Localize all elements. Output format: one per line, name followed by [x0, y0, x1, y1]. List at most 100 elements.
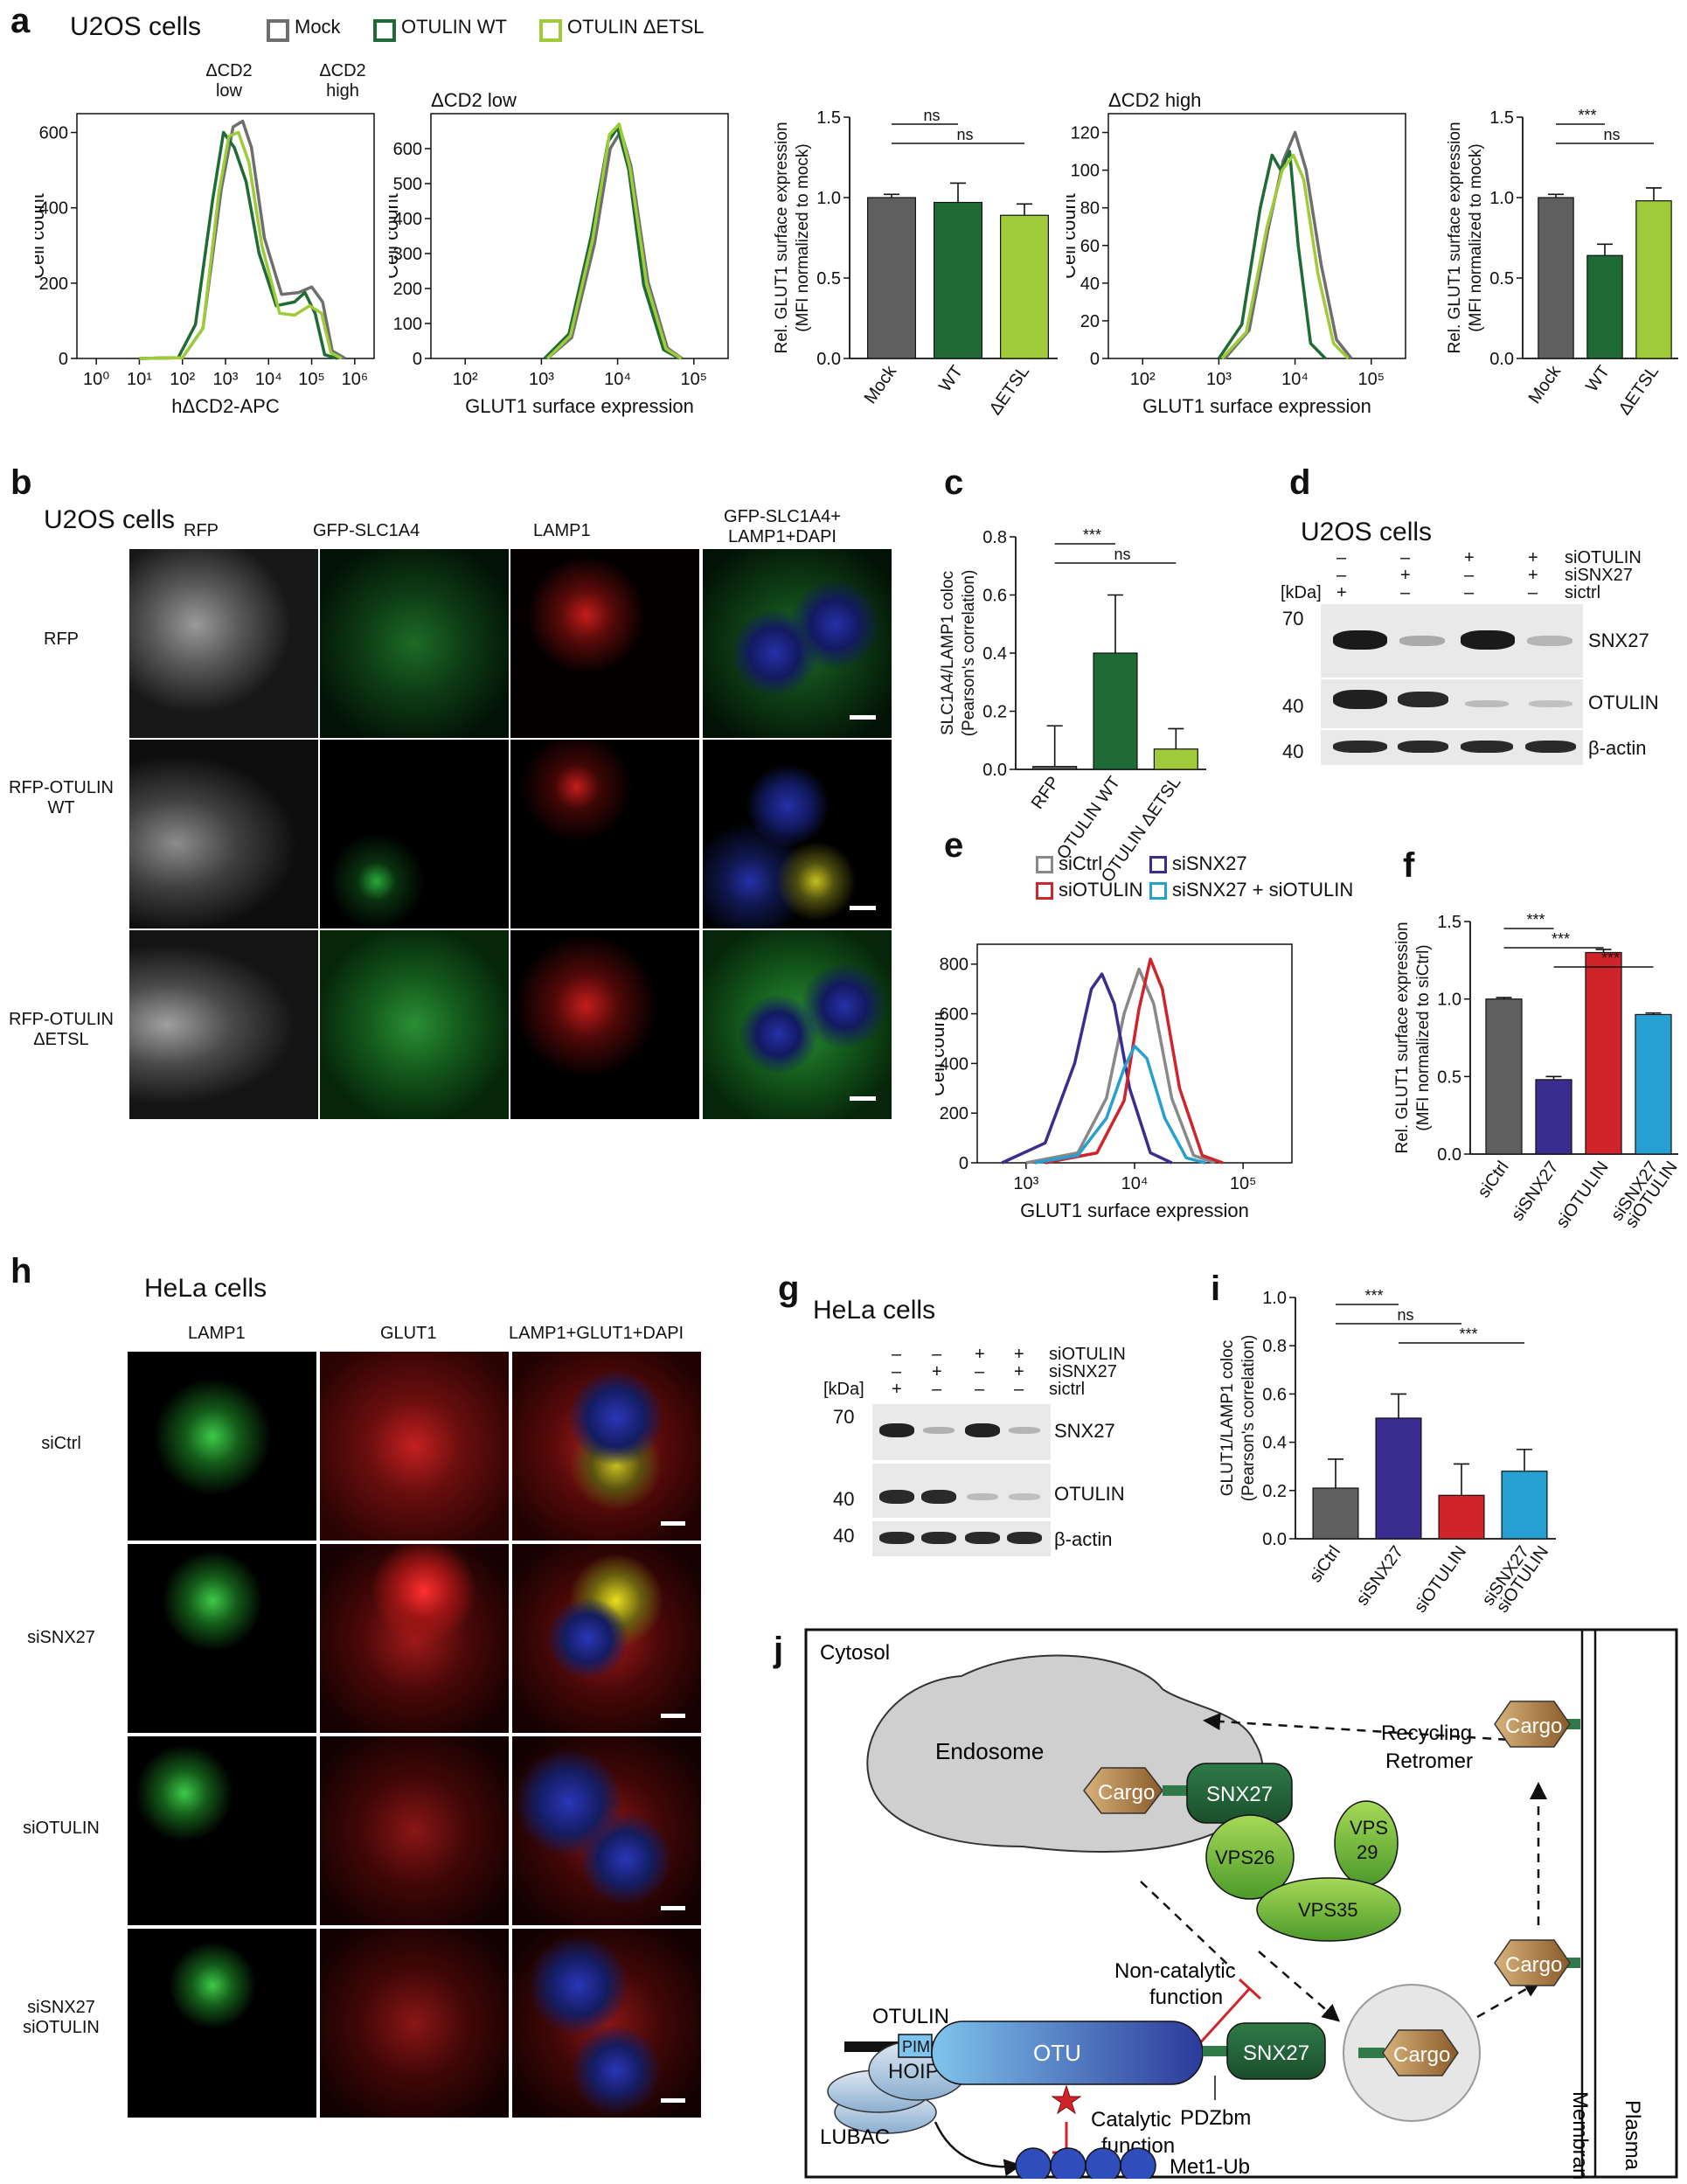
- y-tick-label: 800: [940, 956, 968, 975]
- y-axis-label: SLC1A4/LAMP1 coloc: [939, 571, 957, 735]
- arrow-to-endosome: [1203, 1713, 1539, 1743]
- significance-label: ***: [1578, 107, 1596, 124]
- cargo-membrane-mid: [1494, 1939, 1571, 1986]
- panel-f-label: f: [1403, 846, 1415, 885]
- x-tick-label: siCtrl: [1306, 1542, 1344, 1586]
- y-tick-label: 600: [940, 1005, 968, 1025]
- noncatalytic-label-line2: function: [1149, 1986, 1223, 2009]
- y-axis-label: Rel. GLUT1 surface expression: [773, 122, 791, 353]
- d-band-actin: β-actin: [1588, 737, 1647, 759]
- bar-otulin-wt: [1093, 652, 1138, 770]
- significance-label: ***: [1459, 1325, 1477, 1343]
- y-tick-label: 120: [1071, 124, 1100, 143]
- micrograph-h-sisnx27-merge: [512, 1544, 701, 1733]
- legend-siotulin-swatch: [1036, 882, 1053, 900]
- micrograph-h-sisnx27-lamp1: [128, 1544, 316, 1733]
- y-axis-label: (MFI normalized to mock): [1467, 143, 1485, 331]
- x-tick-label: WT: [935, 362, 967, 395]
- x-tick-label: 10¹: [127, 370, 152, 389]
- legend-mock-swatch: [267, 19, 289, 42]
- y-tick-label: 400: [940, 1054, 968, 1074]
- series-line-mock: [1223, 130, 1353, 360]
- legend-double-swatch: [1149, 882, 1167, 900]
- x-tick-label: 10⁴: [255, 370, 282, 389]
- b-col-rfp: RFP: [184, 521, 219, 540]
- micrograph-h-siotulin-merge: [512, 1736, 701, 1925]
- y-tick-label: 60: [1080, 237, 1100, 256]
- y-axis-label: Cell count: [935, 1011, 948, 1096]
- vps35-label: VPS35: [1298, 1899, 1358, 1921]
- plasma-label: Plasma: [1621, 2100, 1644, 2171]
- y-tick-label: 0: [59, 350, 68, 369]
- y-tick-label: 0.0: [982, 761, 1007, 780]
- d-row-sisnx27: siSNX27: [1565, 566, 1633, 585]
- y-tick-label: 600: [393, 140, 422, 159]
- micrograph-b-wt-rfp: [129, 740, 318, 929]
- d-kda: [kDa]: [1281, 583, 1322, 602]
- hoip-label: HOIP: [888, 2060, 940, 2083]
- bar-sisnx27: [1535, 1079, 1572, 1155]
- h-row-sisnx27: siSNX27: [27, 1628, 95, 1647]
- y-tick-label: 200: [393, 280, 422, 299]
- bar-rfp: [1032, 766, 1078, 770]
- bar-otulin-etsl: [1153, 748, 1198, 770]
- series-line-sisnx27-siotulin: [1034, 1044, 1206, 1165]
- vps26-label: VPS26: [1215, 1847, 1275, 1868]
- y-tick-label: 0: [413, 350, 422, 369]
- y-tick-label: 0: [959, 1154, 968, 1173]
- d-band-otulin: OTULIN: [1588, 692, 1659, 713]
- micrograph-b-rfp-rfp: [129, 549, 318, 738]
- d-band-snx27: SNX27: [1588, 629, 1649, 651]
- significance-label: ***: [1601, 949, 1620, 967]
- b-col-lamp1: LAMP1: [533, 521, 591, 540]
- y-tick-label: 0.5: [1489, 269, 1514, 289]
- x-tick-label: Mock: [1525, 361, 1566, 407]
- d-row-sictrl: sictrl: [1565, 583, 1601, 602]
- x-tick-label: 10²: [453, 370, 478, 389]
- y-tick-label: 0.8: [982, 528, 1007, 547]
- y-tick-label: 0.8: [1262, 1337, 1287, 1356]
- micrograph-h-siotulin-lamp1: [128, 1736, 316, 1925]
- bar-etsl: [1635, 200, 1672, 359]
- panel-j-label: j: [774, 1631, 784, 1669]
- x-axis-label: GLUT1 surface expression: [465, 395, 694, 417]
- y-axis-label: GLUT1/LAMP1 coloc: [1218, 1340, 1237, 1496]
- y-tick-label: 1.0: [1489, 189, 1514, 208]
- series-line-otulin-wt: [139, 130, 338, 360]
- cargo-vesicle-label: Cargo: [1393, 2043, 1450, 2067]
- panel-h-title: HeLa cells: [144, 1274, 267, 1303]
- panel-b-label: b: [10, 463, 32, 502]
- scale-bar: [661, 2098, 685, 2103]
- panel-e-legend: siCtrl siSNX27 siOTULIN siSNX27 + siOTUL…: [1036, 852, 1403, 905]
- h-col-lamp1: LAMP1: [188, 1324, 246, 1343]
- y-tick-label: 100: [1071, 162, 1100, 181]
- y-tick-label: 0.5: [816, 269, 841, 289]
- y-tick-label: 0.6: [982, 587, 1007, 606]
- cargo-endosome-label: Cargo: [1098, 1781, 1155, 1805]
- endosome-shape: [866, 1654, 1264, 1853]
- y-tick-label: 200: [940, 1104, 968, 1123]
- scale-bar: [850, 715, 876, 720]
- d-mw-40a: 40: [1282, 695, 1304, 717]
- bar-mock: [867, 197, 916, 359]
- micrograph-h-sisnx27-glut1: [320, 1544, 509, 1733]
- y-tick-label: 0.4: [1262, 1434, 1287, 1453]
- chart-title: ΔCD2 high: [1108, 89, 1201, 111]
- legend-wt-label: OTULIN WT: [401, 16, 507, 38]
- series-line-sisnx27: [1001, 972, 1173, 1165]
- d-mw-40b: 40: [1282, 741, 1304, 762]
- micrograph-h-siotulin-glut1: [320, 1736, 509, 1925]
- y-tick-label: 600: [39, 124, 68, 143]
- cargo-membrane-top-label: Cargo: [1505, 1715, 1562, 1738]
- series-line-mock: [546, 129, 684, 360]
- micrograph-b-rfp-merge: [703, 549, 892, 738]
- x-tick-label: ΔETSL: [1615, 362, 1663, 419]
- bar-sictrl: [1312, 1487, 1359, 1540]
- y-tick-label: 0: [1090, 350, 1100, 369]
